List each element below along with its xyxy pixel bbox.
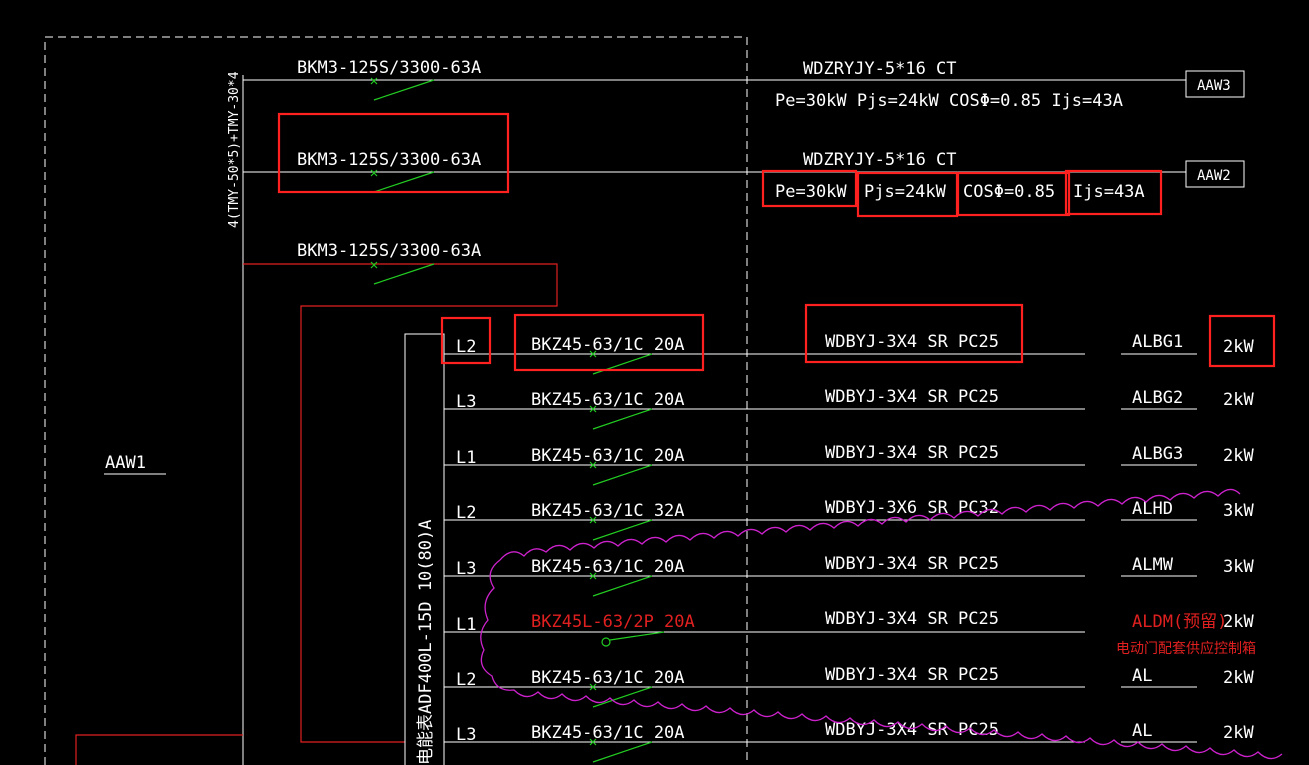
circuit-power: 2kW — [1223, 390, 1254, 410]
destination-label: AAW2 — [1197, 168, 1231, 184]
circuit-row: L1 BKZ45-63/1C 20A WDBYJ-3X4 SR PC25 ALB… — [444, 443, 1254, 486]
circuit-row: L3 BKZ45-63/1C 20A WDBYJ-3X4 SR PC25 ALB… — [444, 387, 1254, 430]
circuit-cable: WDBYJ-3X4 SR PC25 — [825, 554, 999, 574]
highlight-phase — [440, 316, 492, 365]
circuit-power: 2kW — [1223, 668, 1254, 688]
circuit-cable: WDBYJ-3X4 SR PC25 — [825, 387, 999, 407]
circuit-breaker: BKZ45-63/1C 20A — [531, 446, 685, 466]
circuit-load: ALDM(预留) — [1132, 612, 1227, 632]
circuit-load: AL — [1132, 666, 1152, 686]
circuit-row: L2 BKZ45-63/1C 20A WDBYJ-3X4 SR PC25 ALB… — [444, 332, 1254, 375]
circuit-power: 2kW — [1223, 612, 1254, 632]
panel-name: AAW1 — [105, 453, 146, 473]
feeder-pe: Pe=30kW — [775, 182, 847, 202]
circuit-cable: WDBYJ-3X6 SR PC32 — [825, 498, 999, 518]
circuit-cable: WDBYJ-3X4 SR PC25 — [825, 720, 999, 740]
circuit-phase: L3 — [456, 559, 476, 579]
breaker-symbol — [589, 516, 653, 541]
panel-boundary — [44, 36, 748, 765]
circuit-breaker: BKZ45-63/1C 20A — [531, 723, 685, 743]
feeder-aaw3: BKM3-125S/3300-63A WDZRYJY-5*16 CT Pe=30… — [243, 58, 1245, 111]
feeder-cos: COSΦ=0.85 — [963, 182, 1055, 202]
circuit-phase: L3 — [456, 392, 476, 412]
circuit-breaker: BKZ45-63/1C 20A — [531, 557, 685, 577]
circuit-breaker: BKZ45-63/1C 32A — [531, 501, 685, 521]
circuit-load: ALBG3 — [1132, 444, 1183, 464]
highlight-ijs — [1064, 169, 1163, 216]
circuit-power: 2kW — [1223, 723, 1254, 743]
circuit-power: 3kW — [1223, 501, 1254, 521]
breaker-symbol — [589, 572, 653, 597]
circuit-cable: WDBYJ-3X4 SR PC25 — [825, 443, 999, 463]
circuit-power: 2kW — [1223, 446, 1254, 466]
circuit-phase: L2 — [456, 670, 476, 690]
circuit-row: L2 BKZ45-63/1C 20A WDBYJ-3X4 SR PC25 AL … — [444, 665, 1254, 708]
breaker-symbol — [589, 683, 653, 708]
circuit-row: L2 BKZ45-63/1C 32A WDBYJ-3X6 SR PC32 ALH… — [444, 498, 1254, 541]
feeder-pjs: Pjs=24kW — [864, 182, 947, 202]
destination-box — [1185, 160, 1245, 188]
revision-cloud — [480, 488, 1283, 760]
circuit-cable: WDBYJ-3X4 SR PC25 — [825, 332, 999, 352]
circuit-phase: L1 — [456, 448, 476, 468]
circuit-row: L3 BKZ45-63/1C 20A WDBYJ-3X4 SR PC25 ALM… — [444, 554, 1254, 597]
breaker-symbol — [601, 631, 665, 647]
feeder-line — [243, 263, 558, 743]
feeder-subboard: BKM3-125S/3300-63A — [243, 241, 558, 743]
breaker-symbol — [589, 461, 653, 486]
sub-distribution-bus — [404, 333, 445, 765]
highlight-pe — [761, 169, 858, 208]
circuit-load: ALBG1 — [1132, 332, 1183, 352]
feeder-breaker: BKM3-125S/3300-63A — [297, 150, 481, 170]
feeder-breaker: BKM3-125S/3300-63A — [297, 241, 481, 261]
circuit-cable: WDBYJ-3X4 SR PC25 — [825, 665, 999, 685]
destination-label: AAW3 — [1197, 78, 1231, 94]
feeder-params: Pe=30kW Pjs=24kW COSΦ=0.85 Ijs=43A — [775, 91, 1123, 111]
feeder-ijs: Ijs=43A — [1073, 182, 1145, 202]
circuit-note: 电动门配套供应控制箱 — [1116, 640, 1256, 657]
highlight-circuit-breaker — [513, 313, 705, 372]
circuit-phase: L2 — [456, 337, 476, 357]
highlight-circuit-cable — [804, 303, 1024, 364]
circuit-load: ALHD — [1132, 499, 1173, 519]
circuit-row-reserved: L1 BKZ45L-63/2P 20A WDBYJ-3X4 SR PC25 AL… — [444, 609, 1256, 657]
circuit-breaker: BKZ45-63/1C 20A — [531, 390, 685, 410]
circuit-load: ALMW — [1132, 555, 1174, 575]
breaker-symbol — [370, 77, 435, 101]
breaker-symbol — [370, 169, 435, 193]
circuit-power: 2kW — [1223, 337, 1254, 357]
feeder-breaker: BKM3-125S/3300-63A — [297, 58, 481, 78]
circuit-breaker: BKZ45-63/1C 20A — [531, 335, 685, 355]
destination-box — [1185, 70, 1245, 98]
circuit-phase: L1 — [456, 615, 476, 635]
circuit-phase: L2 — [456, 503, 476, 523]
breaker-symbol — [370, 261, 435, 285]
feeder-aaw2: BKM3-125S/3300-63A WDZRYJY-5*16 CT Pe=30… — [243, 150, 1245, 202]
feeder-cable: WDZRYJY-5*16 CT — [803, 59, 957, 79]
breaker-symbol — [589, 405, 653, 430]
meter-label: 电能表ADF400L-15D 10(80)A — [416, 520, 436, 765]
feeder-cable: WDZRYJY-5*16 CT — [803, 150, 957, 170]
highlight-circuit-power — [1208, 314, 1276, 368]
busbar-label: 4(TMY-50*5)+TMY-30*4 — [227, 71, 242, 228]
circuit-load: ALBG2 — [1132, 388, 1183, 408]
circuit-breaker: BKZ45L-63/2P 20A — [531, 612, 695, 632]
circuit-phase: L3 — [456, 725, 476, 745]
adjacent-panel-outline — [75, 734, 243, 765]
breaker-symbol — [589, 738, 653, 763]
circuit-cable: WDBYJ-3X4 SR PC25 — [825, 609, 999, 629]
circuit-row: L3 BKZ45-63/1C 20A WDBYJ-3X4 SR PC25 AL … — [444, 720, 1254, 763]
circuit-breaker: BKZ45-63/1C 20A — [531, 668, 685, 688]
circuit-power: 3kW — [1223, 557, 1254, 577]
highlight-cos — [956, 171, 1071, 217]
highlight-feeder-breaker — [277, 112, 510, 194]
circuit-load: AL — [1132, 721, 1152, 741]
